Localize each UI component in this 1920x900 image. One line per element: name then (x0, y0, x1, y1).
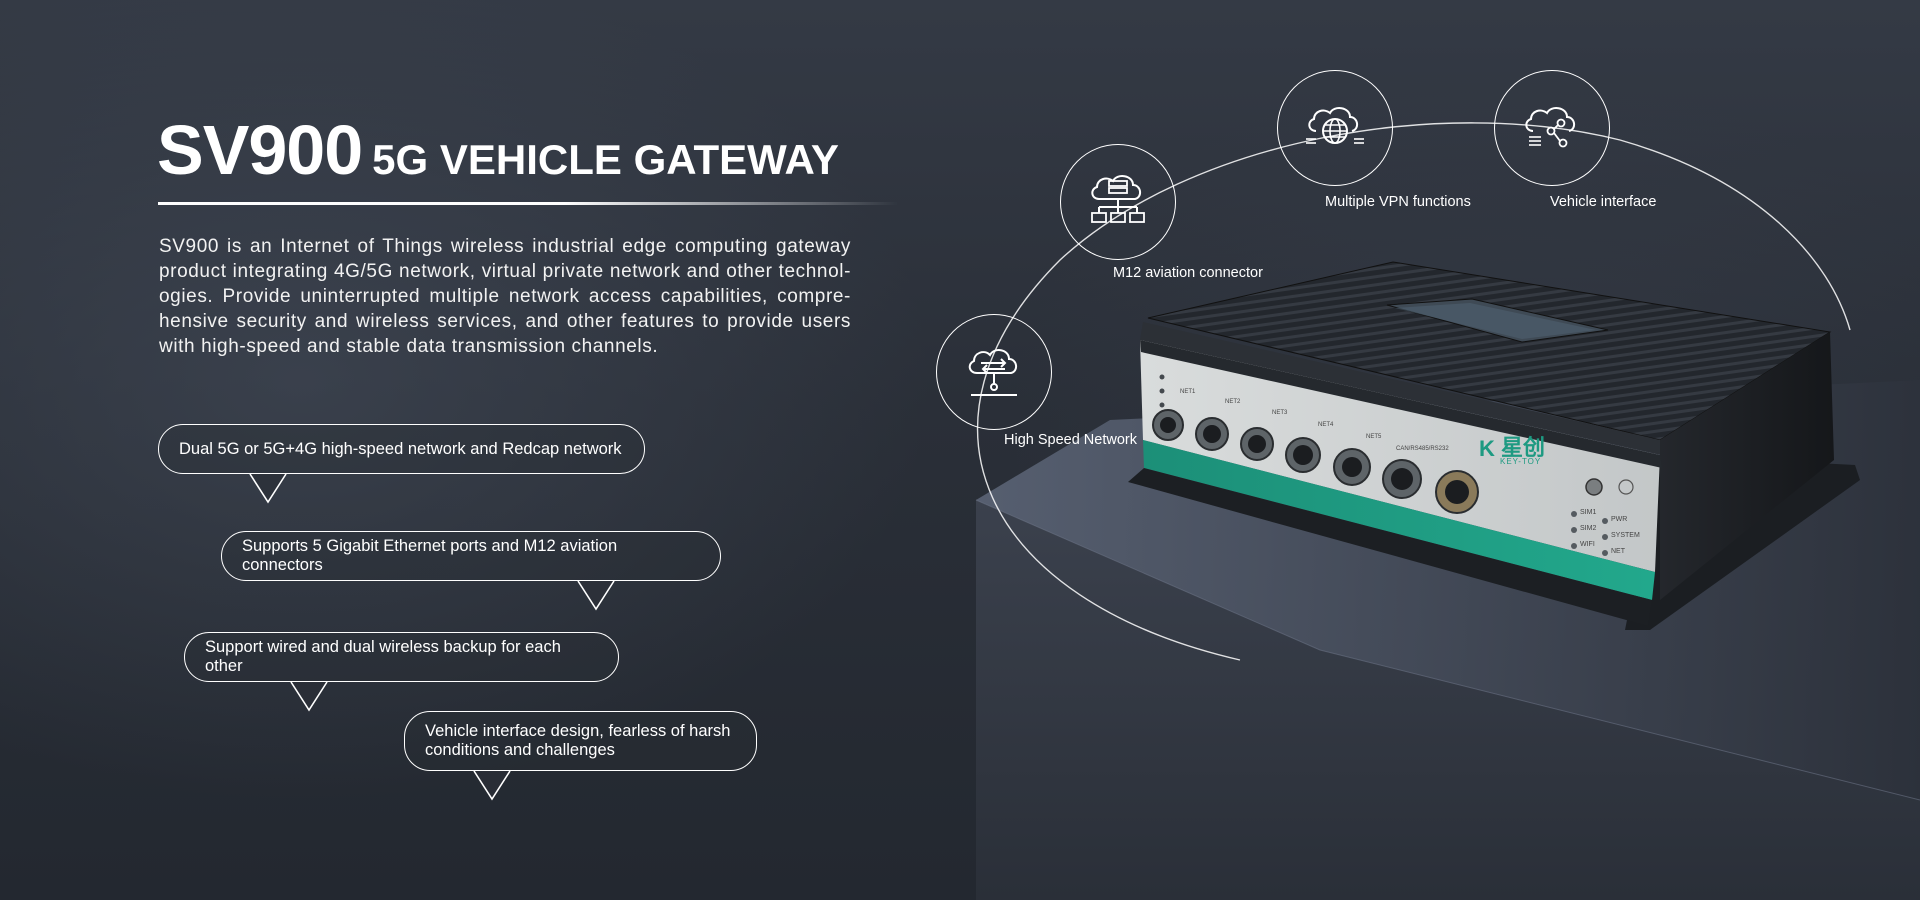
status-label-wifi: WIFI (1580, 541, 1595, 548)
status-label-system: SYSTEM (1611, 532, 1640, 539)
bubble-1-text: Dual 5G or 5G+4G high-speed network and … (179, 439, 622, 458)
bubble-4-text: Vehicle interface design, fearless of ha… (425, 722, 731, 759)
feature-label-vehicle-interface: Vehicle interface (1550, 194, 1657, 210)
bubble-4-tail (473, 770, 511, 801)
port-label-5: NET5 (1366, 434, 1382, 440)
feature-bubble-4: Vehicle interface design, fearless of ha… (404, 711, 757, 771)
product-description: SV900 is an Internet of Things wireless … (159, 236, 851, 357)
feature-bubble-1: Dual 5G or 5G+4G high-speed network and … (158, 424, 645, 474)
feature-m12-aviation-connector (1060, 144, 1176, 260)
model-name: SV900 (157, 111, 363, 189)
port-label-3: NET3 (1272, 410, 1288, 416)
feature-label-high-speed-network: High Speed Network (1004, 432, 1137, 448)
device-brand-cn: 星创 (1501, 435, 1546, 460)
cloud-network-icon (1091, 175, 1145, 223)
feature-high-speed-network (936, 314, 1052, 430)
cloud-share-icon (1525, 107, 1575, 148)
port-label-1: NET1 (1180, 389, 1196, 395)
feature-multiple-vpn-functions (1277, 70, 1393, 186)
device-logo-icon: K (1479, 436, 1495, 461)
bubble-2-tail (577, 580, 615, 611)
port-label-2: NET2 (1225, 399, 1241, 405)
port-label-6: CAN/RS485/RS232 (1396, 446, 1449, 452)
status-label-sim1: SIM1 (1580, 509, 1597, 516)
bubble-2-text: Supports 5 Gigabit Ethernet ports and M1… (242, 537, 618, 574)
feature-vehicle-interface (1494, 70, 1610, 186)
bubble-3-tail (290, 681, 328, 712)
port-label-4: NET4 (1318, 422, 1334, 428)
bubble-1-tail (249, 473, 287, 504)
feature-bubble-2: Supports 5 Gigabit Ethernet ports and M1… (221, 531, 721, 581)
status-label-sim2: SIM2 (1580, 525, 1597, 532)
feature-bubble-3: Support wired and dual wireless backup f… (184, 632, 619, 682)
cloud-transfer-icon (968, 349, 1017, 396)
title-divider (158, 202, 898, 205)
feature-label-multiple-vpn-functions: Multiple VPN functions (1325, 194, 1471, 210)
product-type: 5G VEHICLE GATEWAY (372, 136, 839, 183)
status-label-pwr: PWR (1611, 516, 1628, 523)
device-brand-en: KEY-TOY (1500, 457, 1542, 466)
feature-label-m12-aviation-connector: M12 aviation connector (1113, 265, 1263, 281)
cloud-globe-icon (1306, 107, 1364, 144)
status-label-net: NET (1611, 548, 1625, 555)
bubble-3-text: Support wired and dual wireless backup f… (205, 638, 561, 675)
